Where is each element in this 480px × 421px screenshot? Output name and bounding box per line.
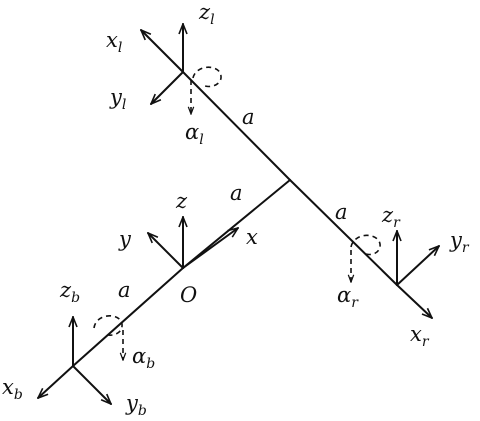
segment-label-body: a [118,278,131,302]
right-y-label: yr [449,228,470,256]
body-alpha-label: αb [132,344,155,372]
body-z-label: zb [59,278,80,306]
right-rotation-arc [350,234,381,256]
right-x-label: xr [410,322,430,350]
body-rotation-arc [93,315,123,336]
right-alpha-label: αr [337,283,359,311]
left-alpha-label: αl [185,120,204,148]
left-rotation-arc [192,66,222,88]
right-z-label: zr [381,203,401,231]
center-link-line [182,179,291,269]
left-y-axis [151,71,184,104]
left-z-label: zl [198,0,215,28]
left-y-label: yl [109,85,126,113]
origin-z-label: z [175,189,188,213]
origin-frame: x y z O [118,189,258,307]
right-y-axis [396,246,439,286]
origin-label: O [180,283,197,307]
right-arm-line [289,179,398,286]
segment-label-right: a [335,200,348,224]
body-link-line [72,267,184,367]
right-x-axis [396,284,432,318]
body-y-axis [72,365,111,404]
origin-y-axis [148,233,184,269]
body-x-label: xb [2,375,23,403]
origin-x-axis [182,228,238,269]
origin-y-label: y [118,227,132,251]
left-x-label: xl [106,28,122,56]
left-frame: xl yl zl αl [106,0,222,148]
segment-label-left: a [242,105,255,129]
left-arm-line [182,71,291,181]
body-x-axis [38,365,74,398]
right-frame: xr yr zr αr [337,203,470,350]
segment-label-center: a [230,181,243,205]
origin-x-label: x [246,225,258,249]
body-frame: xb yb zb αb [2,278,155,419]
body-y-label: yb [125,391,147,419]
left-x-axis [141,30,184,73]
